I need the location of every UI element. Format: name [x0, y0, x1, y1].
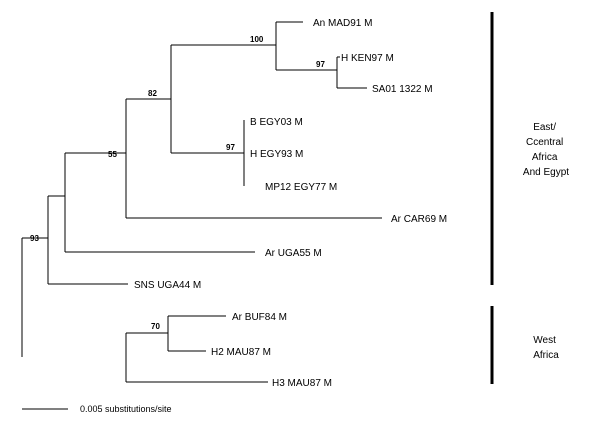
- region-east-line-4: And Egypt: [523, 167, 569, 178]
- leaf-sns-uga44: SNS UGA44 M: [134, 280, 201, 291]
- bootstrap-97-egy: 97: [226, 143, 235, 152]
- bootstrap-100: 100: [250, 35, 264, 44]
- scale-bar-label: 0.005 substitutions/site: [80, 404, 172, 414]
- region-east-line-3: Africa: [532, 152, 558, 163]
- leaf-ar-uga55: Ar UGA55 M: [265, 248, 322, 259]
- bootstrap-82: 82: [148, 89, 157, 98]
- leaf-b-egy03: B EGY03 M: [250, 117, 303, 128]
- bootstrap-93: 93: [30, 234, 39, 243]
- leaf-an-mad91: An MAD91 M: [313, 18, 372, 29]
- bootstrap-55: 55: [108, 150, 117, 159]
- leaf-h2-mau87: H2 MAU87 M: [211, 347, 271, 358]
- leaf-mp12-egy77: MP12 EGY77 M: [265, 182, 337, 193]
- leaf-ar-car69: Ar CAR69 M: [391, 214, 447, 225]
- leaf-h3-mau87: H3 MAU87 M: [272, 378, 332, 389]
- leaf-h-egy93: H EGY93 M: [250, 149, 303, 160]
- leaf-ar-buf84: Ar BUF84 M: [232, 312, 287, 323]
- region-west-line-1: West: [533, 335, 556, 346]
- region-east-line-2: Ccentral: [526, 137, 563, 148]
- region-label-east: East/ Ccentral Africa And Egypt: [523, 122, 569, 178]
- bootstrap-70: 70: [151, 322, 160, 331]
- region-west-line-2: Africa: [533, 350, 559, 361]
- leaf-h-ken97: H KEN97 M: [341, 53, 394, 64]
- region-east-line-1: East/: [533, 122, 556, 133]
- bootstrap-97-ken: 97: [316, 60, 325, 69]
- region-label-west: West Africa: [533, 335, 559, 361]
- leaf-sa01-1322: SA01 1322 M: [372, 84, 433, 95]
